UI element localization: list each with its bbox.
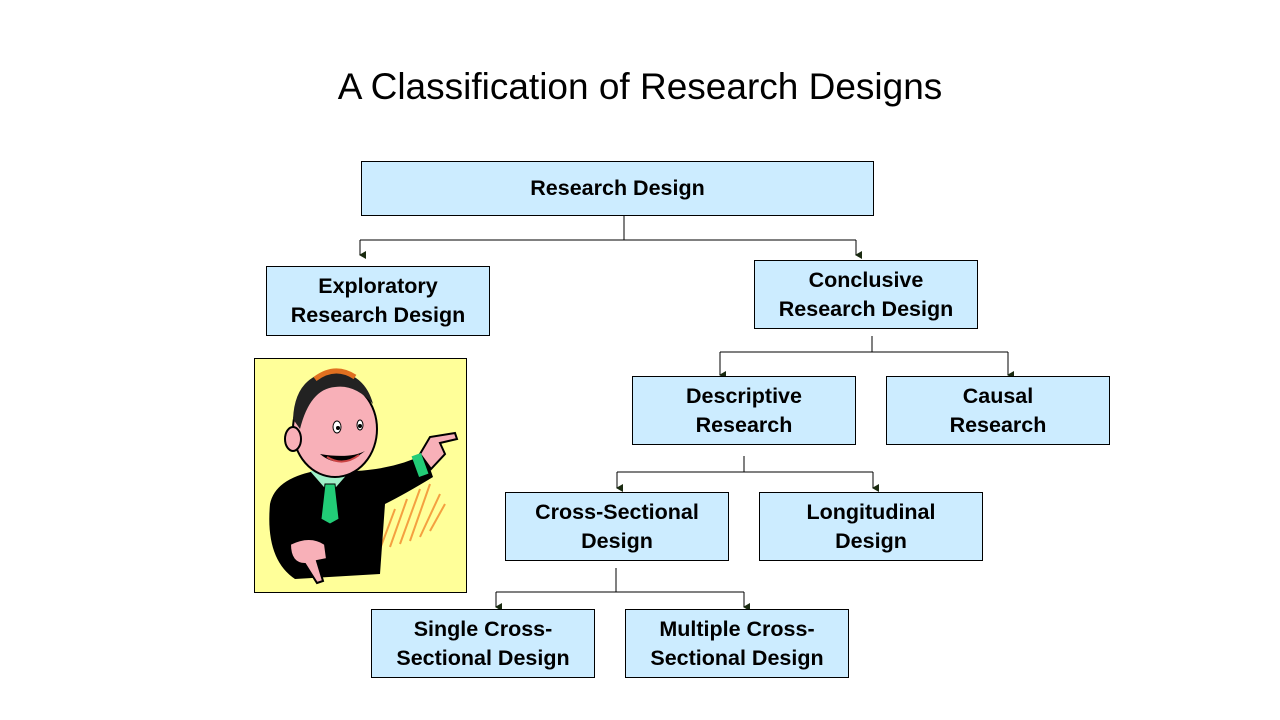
node-multiple-cross-sectional: Multiple Cross- Sectional Design [625, 609, 849, 678]
connector-root [360, 216, 856, 241]
node-conclusive: Conclusive Research Design [754, 260, 978, 329]
connector-cross-sectional [496, 568, 744, 593]
node-label: Longitudinal Design [806, 499, 936, 553]
slide-title: A Classification of Research Designs [337, 66, 943, 107]
node-label: Causal Research [949, 383, 1047, 437]
node-cross-sectional: Cross-Sectional Design [505, 492, 729, 561]
node-descriptive: Descriptive Research [632, 376, 856, 445]
pointing-man-clipart [254, 358, 467, 593]
node-label: Cross-Sectional Design [535, 499, 699, 553]
node-label: Descriptive Research [686, 383, 802, 437]
node-label: Research Design [530, 176, 705, 200]
node-label: Multiple Cross- Sectional Design [650, 616, 824, 670]
connector-conclusive [720, 336, 1008, 353]
node-single-cross-sectional: Single Cross- Sectional Design [371, 609, 595, 678]
node-exploratory: Exploratory Research Design [266, 266, 490, 336]
pointing-man-icon [269, 368, 459, 585]
node-label: Single Cross- Sectional Design [396, 616, 570, 670]
connector-descriptive [617, 456, 873, 473]
node-causal: Causal Research [886, 376, 1110, 445]
node-label: Exploratory Research Design [290, 274, 466, 327]
node-label: Conclusive Research Design [778, 267, 954, 321]
node-longitudinal: Longitudinal Design [759, 492, 983, 561]
node-research-design: Research Design [361, 161, 874, 216]
